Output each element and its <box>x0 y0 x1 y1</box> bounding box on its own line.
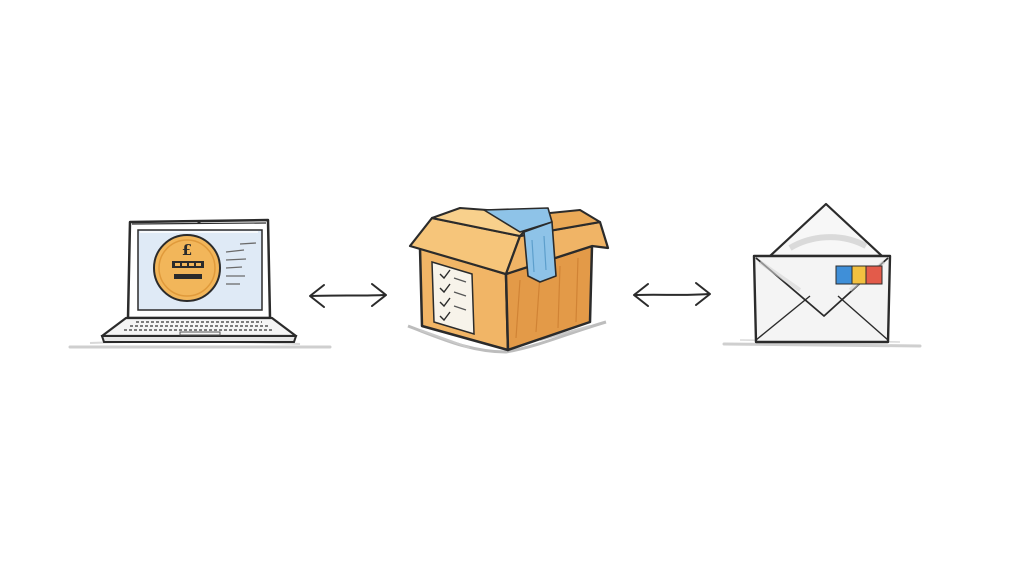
stamp-icon <box>835 265 883 285</box>
package-box-icon <box>407 207 610 354</box>
envelope-icon <box>722 202 922 348</box>
coin-symbol: £ <box>182 241 192 259</box>
double-arrow-icon <box>309 283 387 308</box>
double-arrow-icon <box>633 282 711 307</box>
laptop-payment-icon: £ <box>68 218 332 349</box>
